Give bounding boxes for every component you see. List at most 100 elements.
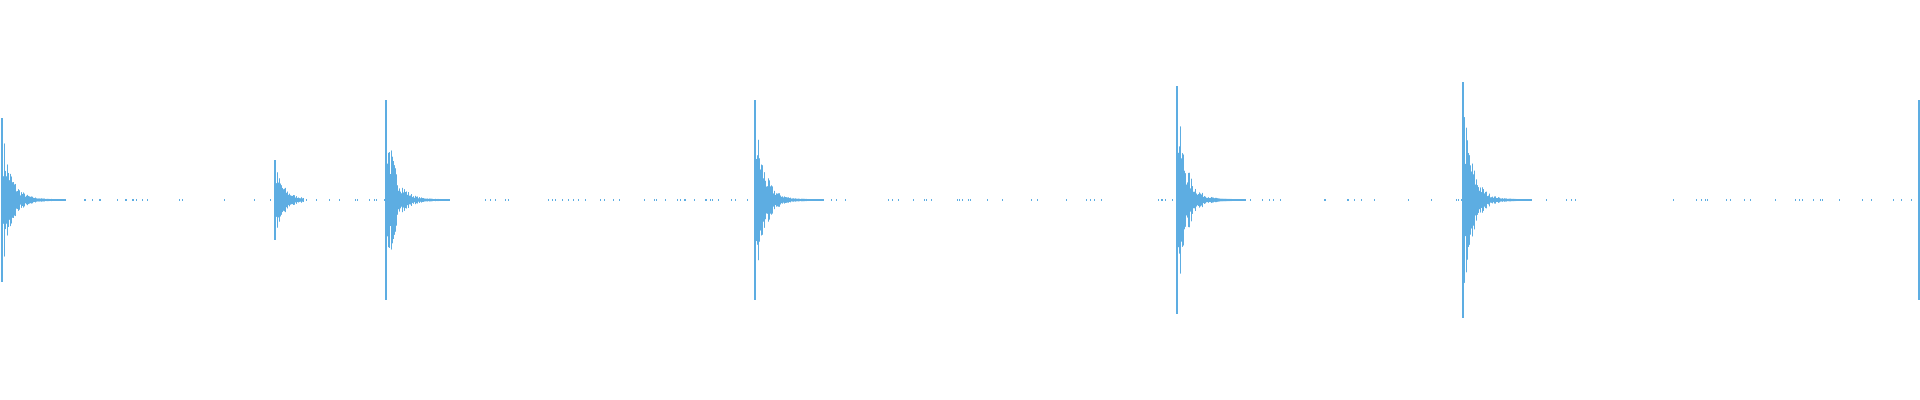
waveform-sample [1165, 199, 1166, 201]
waveform-sample [1707, 199, 1708, 201]
waveform-sample [1500, 198, 1501, 202]
waveform-sample [1172, 199, 1173, 201]
waveform-sample [619, 199, 620, 201]
waveform-sample [32, 196, 33, 204]
waveform-sample [731, 199, 732, 201]
waveform-sample [287, 191, 288, 209]
waveform-sample [1202, 192, 1203, 208]
waveform-sample [117, 199, 118, 201]
waveform-sample [781, 196, 782, 204]
waveform-sample [782, 196, 783, 204]
waveform-sample [495, 199, 496, 201]
waveform-sample [792, 198, 793, 202]
waveform-sample [369, 199, 370, 201]
waveform-sample [800, 198, 801, 202]
waveform-sample [1262, 199, 1263, 201]
waveform-sample [295, 197, 296, 203]
waveform-sample [763, 178, 764, 222]
waveform-sample [297, 197, 298, 203]
waveform-sample [756, 158, 757, 242]
waveform-sample [28, 195, 29, 205]
waveform-sample [84, 199, 85, 201]
waveform-sample [1462, 82, 1463, 319]
waveform-sample [1244, 199, 1245, 201]
waveform-sample [1192, 186, 1193, 214]
waveform-sample [585, 199, 586, 201]
waveform-sample [1486, 191, 1487, 209]
waveform-sample [1223, 198, 1224, 202]
waveform-sample [1513, 198, 1514, 202]
waveform-sample [1194, 191, 1195, 209]
waveform-sample [31, 196, 32, 204]
waveform-sample [426, 198, 427, 202]
waveform-sample [1243, 199, 1244, 201]
waveform-sample [783, 197, 784, 203]
waveform-sample [1215, 197, 1216, 203]
waveform-sample [54, 199, 55, 201]
waveform-sample [1489, 193, 1490, 207]
waveform-sample [394, 165, 395, 235]
waveform-sample [548, 199, 549, 201]
waveform-sample [1207, 197, 1208, 203]
waveform-sample [1750, 199, 1751, 201]
waveform-sample [35, 197, 36, 203]
waveform-sample [1209, 198, 1210, 202]
waveform-sample [132, 199, 133, 201]
waveform-sample [1469, 155, 1470, 245]
waveform-sample [407, 194, 408, 206]
waveform-sample [790, 197, 791, 203]
waveform-sample [401, 193, 402, 207]
waveform-sample [286, 192, 287, 208]
waveform-sample [1227, 198, 1228, 202]
waveform-sample [15, 183, 16, 217]
waveform-sample [418, 198, 419, 202]
waveform-sample [767, 186, 768, 214]
waveform-sample [772, 186, 773, 214]
waveform-sample [36, 198, 37, 202]
waveform-sample [931, 199, 932, 201]
waveform-sample [1799, 199, 1800, 201]
waveform-sample [1893, 199, 1894, 201]
waveform-sample [1229, 198, 1230, 202]
waveform-sample [654, 199, 655, 201]
waveform-sample [968, 199, 969, 201]
waveform-sample [53, 199, 54, 201]
waveform-sample [34, 198, 35, 202]
waveform-sample [1031, 199, 1032, 201]
waveform-sample [443, 199, 444, 201]
waveform-sample [1180, 126, 1181, 274]
waveform-sample [1086, 199, 1087, 201]
waveform-sample [656, 199, 657, 201]
waveform-sample [1002, 199, 1003, 201]
waveform-sample [280, 183, 281, 217]
waveform-sample [705, 199, 706, 201]
waveform-sample [957, 199, 958, 201]
waveform-sample [1458, 199, 1459, 201]
waveform-sample [1514, 198, 1515, 202]
waveform-sample [289, 193, 290, 207]
waveform-sample [485, 199, 486, 201]
waveform-sample [562, 199, 563, 201]
waveform-sample [388, 152, 389, 248]
waveform-sample [44, 198, 45, 202]
waveform-sample [778, 193, 779, 207]
waveform-sample [710, 199, 711, 201]
waveform-sample [385, 100, 386, 300]
waveform-sample [43, 198, 44, 202]
waveform-sample [1479, 190, 1480, 210]
waveform-sample [680, 199, 681, 201]
waveform-sample [1525, 199, 1526, 201]
waveform-sample [1193, 191, 1194, 209]
waveform-sample [793, 198, 794, 202]
waveform-sample [845, 199, 846, 201]
waveform-sample [1241, 199, 1242, 201]
waveform-sample [64, 199, 65, 201]
waveform-sample [46, 198, 47, 202]
waveform-sample [429, 198, 430, 202]
waveform-sample [1475, 184, 1476, 216]
waveform-sample [788, 197, 789, 203]
waveform-sample [329, 199, 330, 201]
waveform-sample [798, 198, 799, 202]
waveform-sample [987, 199, 988, 201]
